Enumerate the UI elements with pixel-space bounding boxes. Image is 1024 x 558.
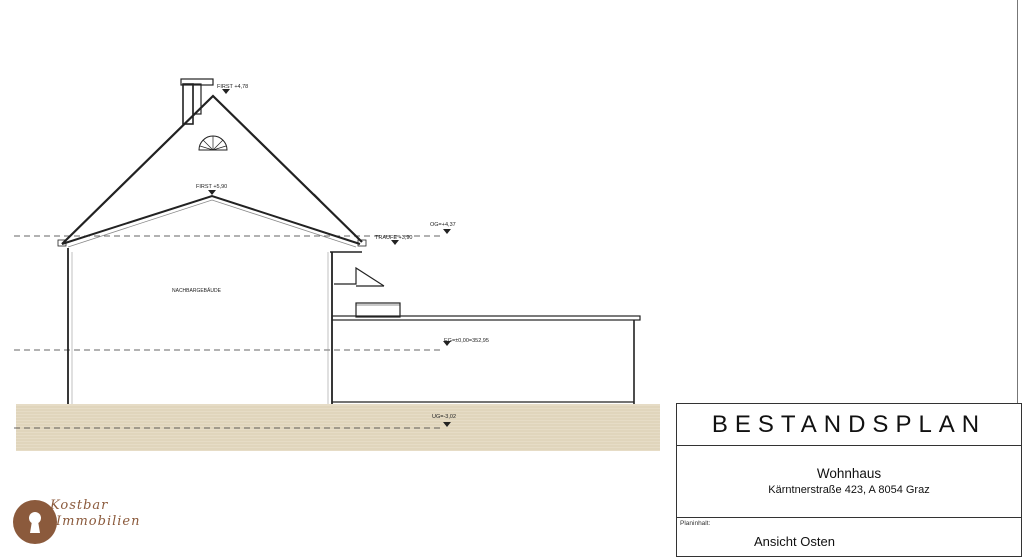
company-logo: Kostbar Immobilien (12, 498, 162, 548)
level-label-og: OG=+4,37 (430, 222, 456, 228)
plan-content-value: Ansicht Osten (754, 534, 835, 549)
keyhole-icon (13, 500, 57, 544)
level-label-eg: EG=±0,00=352,95 (444, 338, 489, 344)
level-label-first-lower: FIRST +5,90 (196, 184, 227, 190)
plan-content-label: Planinhalt: (680, 520, 711, 527)
logo-line-1: Kostbar (50, 498, 109, 513)
level-label-traufe: TRAUFE +3,90 (375, 235, 412, 241)
level-lines (14, 235, 440, 429)
sheet-border-line (1017, 0, 1018, 557)
object-section: Wohnhaus Kärntnerstraße 423, A 8054 Graz (677, 446, 1021, 518)
level-label-first-top: FIRST +4,78 (217, 84, 248, 90)
house-outline (57, 78, 641, 404)
ground-fill (16, 404, 660, 451)
logo-line-2: Immobilien (56, 514, 141, 529)
level-markers (208, 89, 451, 427)
title-block: BESTANDSPLAN Wohnhaus Kärntnerstraße 423… (676, 403, 1022, 557)
level-label-ug: UG=-3,02 (432, 414, 456, 420)
building-label: NACHBARGEBÄUDE (172, 287, 222, 294)
object-name: Wohnhaus (816, 466, 882, 481)
plan-content-section: Planinhalt: Ansicht Osten (677, 518, 1021, 558)
plan-title: BESTANDSPLAN (677, 404, 1021, 446)
logo-wordmark: Kostbar Immobilien (50, 498, 140, 530)
object-address: Kärntnerstraße 423, A 8054 Graz (768, 484, 930, 496)
